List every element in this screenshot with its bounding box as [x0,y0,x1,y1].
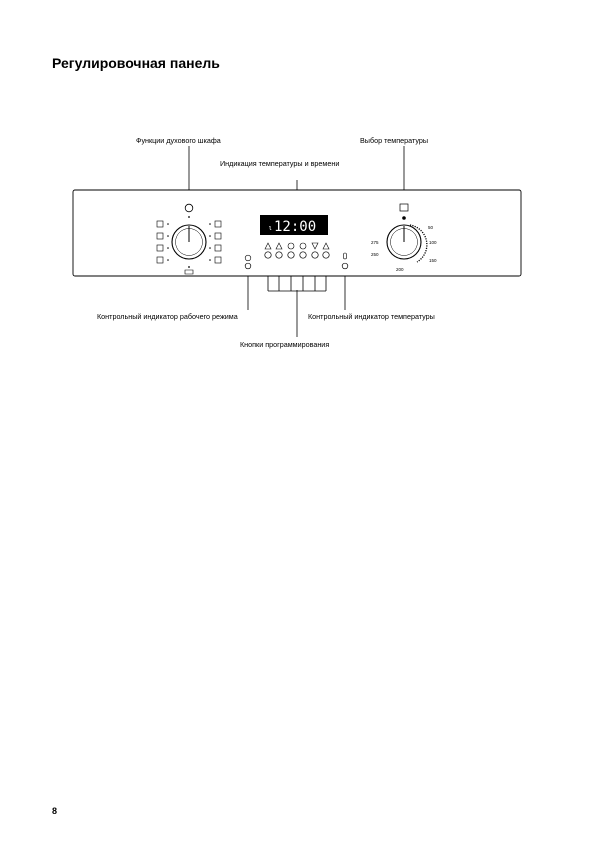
page-number: 8 [52,806,58,816]
temp-time-display [260,215,328,235]
operation-indicator-lamp [244,262,252,270]
temp-time-display-label: Индикация температуры и времени [220,159,340,168]
programming-button-2[interactable] [275,251,283,259]
temperature-icon [399,203,409,212]
oven-functions-knob[interactable] [171,203,207,275]
minus-icon [311,242,319,250]
display-clock-symbol: ι [268,224,272,232]
clock-icon [299,242,307,250]
defrost-icon [184,269,194,275]
programming-button-5[interactable] [311,251,319,259]
function-icon-8 [214,256,222,264]
operation-indicator-label: Контрольный индикатор рабочего режима [97,312,238,321]
thermometer-icon [343,252,347,260]
temp-label-200: 200 [396,267,404,272]
temp-label-150: 150 [429,258,437,263]
page-title: Регулировочная панель [52,55,220,71]
temp-label-275: 275 [371,240,379,245]
function-icon-1 [156,220,164,228]
temperature-selector-label: Выбор температуры [360,136,428,145]
programming-buttons-label: Кнопки программирования [240,340,330,349]
oven-light-icon [184,203,194,213]
end-time-icon [287,242,295,250]
function-icon-4 [156,256,164,264]
function-icon-6 [214,232,222,240]
programming-button-1[interactable] [264,251,272,259]
temperature-knob[interactable] [386,203,422,260]
programming-button-6[interactable] [322,251,330,259]
programming-button-4[interactable] [299,251,307,259]
power-icon [244,254,252,262]
programming-button-icons [264,242,330,250]
temperature-indicator-label: Контрольный индикатор температуры [308,312,435,321]
programming-button-3[interactable] [287,251,295,259]
temperature-scale-labels: 50 100 150 200 250 275 [371,225,437,272]
function-dots [167,223,211,261]
oven-functions-label: Функции духового шкафа [136,136,221,145]
oven-function-icons [156,220,222,264]
cooking-time-icon [275,242,283,250]
temperature-scale-arc [409,224,428,263]
display-value: 12:00 [274,219,316,235]
plus-icon [322,242,330,250]
function-icon-7 [214,244,222,252]
temp-label-250: 250 [371,252,379,257]
function-icon-3 [156,244,164,252]
function-icon-5 [214,220,222,228]
function-icon-2 [156,232,164,240]
temp-label-50: 50 [428,225,434,230]
bell-icon [264,242,272,250]
temperature-indicator-lamp [341,262,349,270]
temp-label-100: 100 [429,240,437,245]
